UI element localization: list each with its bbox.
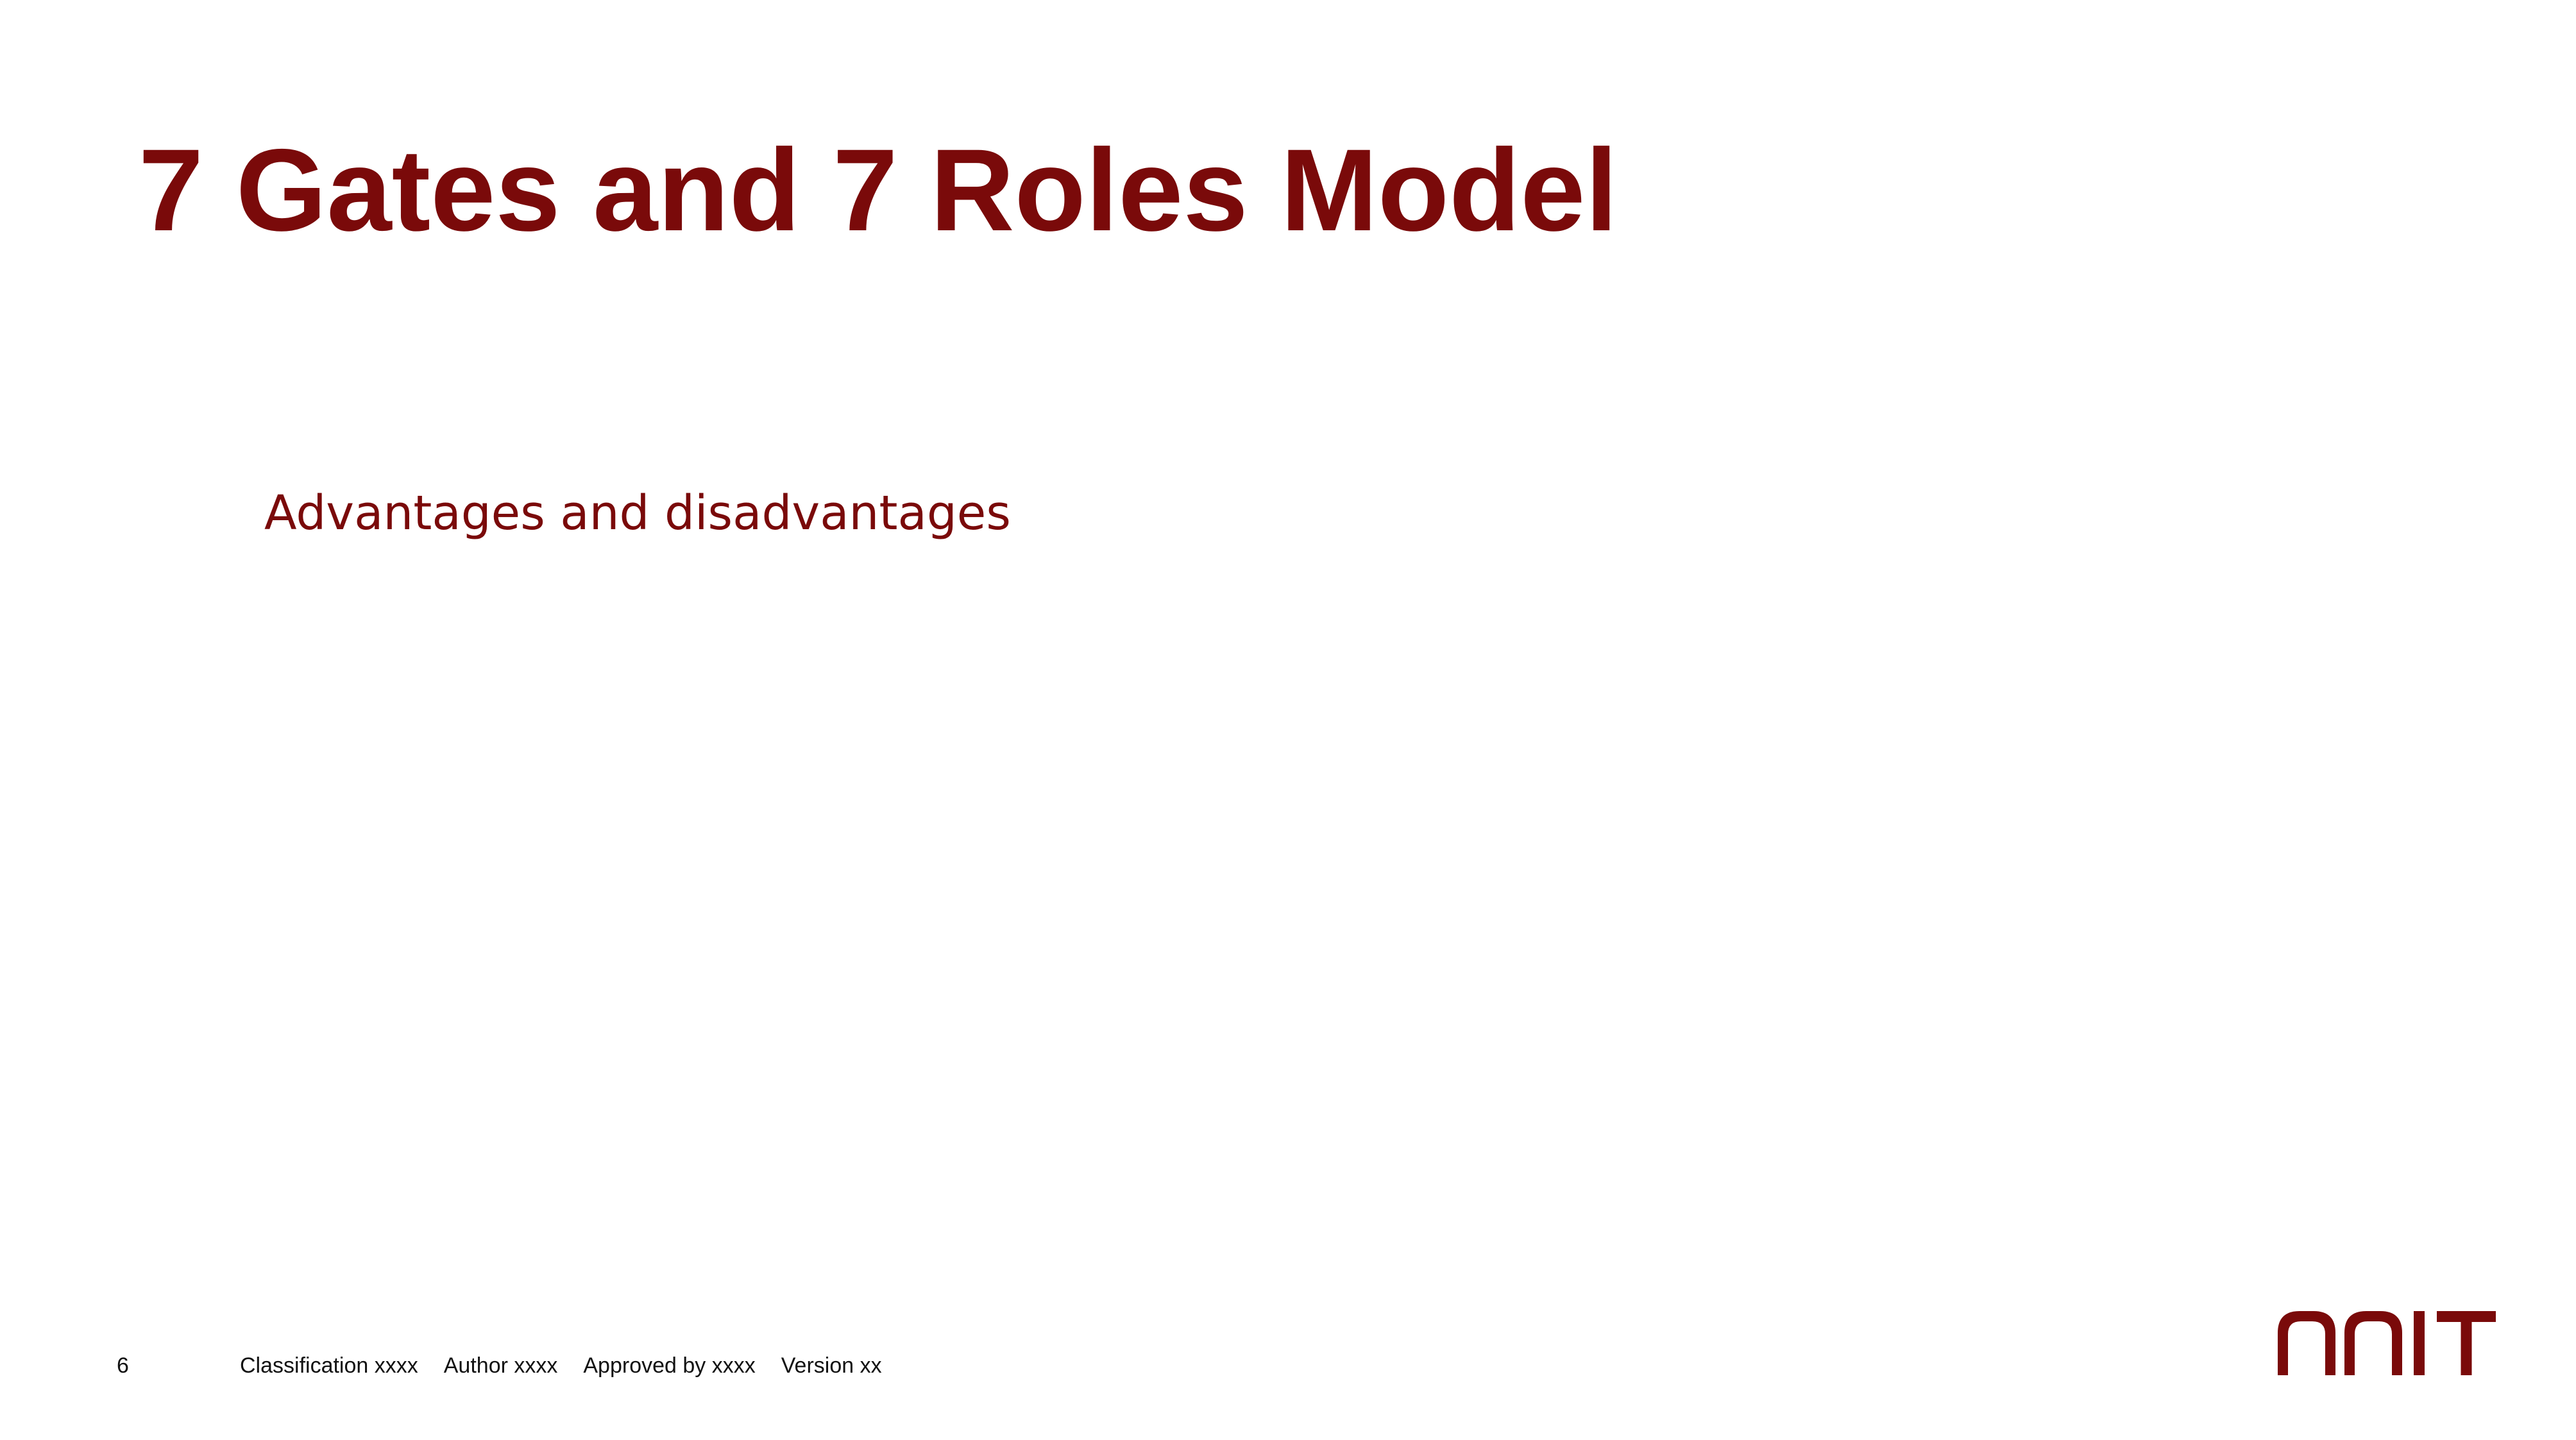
footer-approved-by: Approved by xxxx xyxy=(583,1353,756,1378)
footer-meta: Classification xxxx Author xxxx Approved… xyxy=(240,1355,882,1376)
slide-title: 7 Gates and 7 Roles Model xyxy=(139,124,1618,255)
slide-subtitle: Advantages and disadvantages xyxy=(264,486,1011,541)
page-number: 6 xyxy=(117,1353,129,1378)
footer-classification: Classification xxxx xyxy=(240,1353,418,1378)
footer-version: Version xx xyxy=(781,1353,882,1378)
nnit-logo xyxy=(2278,1311,2496,1375)
footer-author: Author xxxx xyxy=(443,1353,558,1378)
